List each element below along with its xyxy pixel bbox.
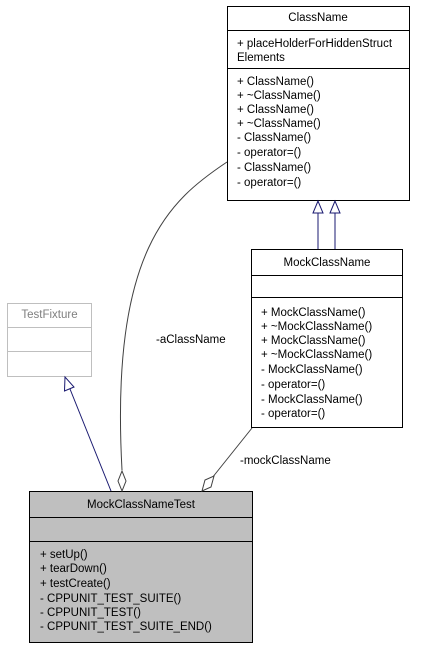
class-method: + setUp() — [40, 549, 88, 561]
class-method: - ClassName() — [237, 132, 311, 144]
class-method: - CPPUNIT_TEST() — [40, 607, 141, 619]
class-attribute: Elements — [237, 52, 285, 64]
association-label-aclassname: -aClassName — [156, 334, 226, 346]
class-method: - CPPUNIT_TEST_SUITE_END() — [40, 621, 212, 633]
association-label-mockclassname: -mockClassName — [240, 455, 331, 467]
generalization-arrow-test-to-testfixture — [63, 375, 112, 492]
class-title-mockclassnametest: MockClassNameTest — [87, 499, 196, 511]
class-method: + MockClassName() — [261, 307, 366, 319]
class-method: - MockClassName() — [261, 364, 363, 376]
class-method: + MockClassName() — [261, 335, 366, 347]
class-method: - operator=() — [237, 147, 301, 159]
class-method: - operator=() — [261, 379, 325, 391]
class-box-mockclassnametest[interactable]: MockClassNameTest + setUp() + tearDown()… — [29, 491, 253, 643]
class-title-classname: ClassName — [288, 12, 347, 24]
class-method: - MockClassName() — [261, 394, 363, 406]
class-method: - operator=() — [261, 408, 325, 420]
class-method: + ~MockClassName() — [261, 321, 372, 333]
association-aclassname: -aClassName — [117, 161, 228, 493]
class-method: - ClassName() — [237, 162, 311, 174]
class-method: + ~MockClassName() — [261, 349, 372, 361]
class-method: + ClassName() — [237, 104, 314, 116]
class-title-mockclassname: MockClassName — [284, 257, 371, 269]
class-method: + tearDown() — [40, 563, 107, 575]
class-method: + ClassName() — [237, 76, 314, 88]
class-box-testfixture[interactable]: TestFixture — [7, 303, 92, 377]
class-method: + testCreate() — [40, 578, 111, 590]
class-method: - CPPUNIT_TEST_SUITE() — [40, 593, 181, 605]
class-title-testfixture: TestFixture — [21, 309, 77, 321]
class-box-classname[interactable]: ClassName + placeHolderForHiddenStruct E… — [227, 6, 410, 201]
association-mockclassname: -mockClassName — [201, 427, 331, 492]
class-method: - operator=() — [237, 177, 301, 189]
generalization-arrow-mockclassname-to-classname — [312, 199, 341, 249]
class-attribute: + placeHolderForHiddenStruct — [237, 38, 393, 50]
class-method: + ~ClassName() — [237, 118, 321, 130]
class-box-mockclassname[interactable]: MockClassName + MockClassName() + ~MockC… — [251, 249, 403, 428]
class-method: + ~ClassName() — [237, 90, 321, 102]
